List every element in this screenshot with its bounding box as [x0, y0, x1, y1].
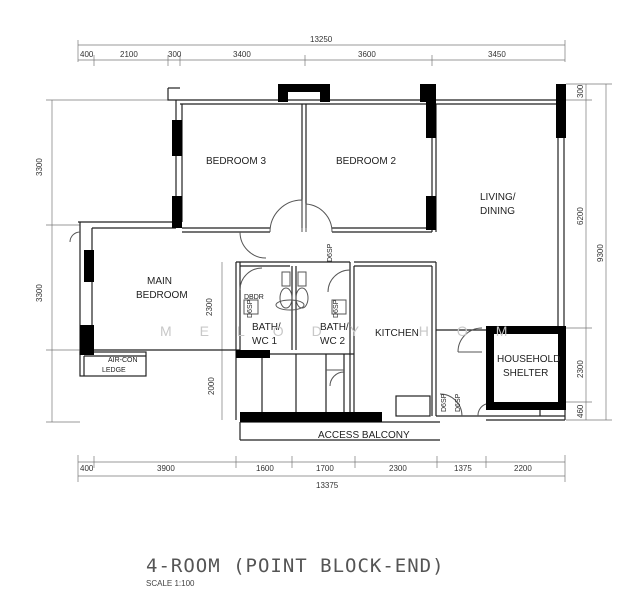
- dim-left-1: 3300: [35, 284, 44, 302]
- tag-d1: D6SP: [247, 299, 254, 318]
- plan-title: 4-ROOM (POINT BLOCK-END): [146, 555, 445, 577]
- dim-bottom-4: 2300: [389, 464, 407, 473]
- bottom-dimensions: 400 3900 1600 1700 2300 1375 2200 13375: [77, 455, 566, 490]
- dim-top-1: 2100: [120, 50, 138, 59]
- dim-top-2: 300: [168, 50, 182, 59]
- dim-right-1: 6200: [576, 207, 585, 225]
- left-dimensions: 3300 3300 2000 2300: [35, 99, 223, 423]
- label-bath-1b: WC 1: [252, 336, 277, 347]
- tag-d3: D6SP: [333, 299, 340, 318]
- label-shelter-1: HOUSEHOLD: [497, 354, 560, 365]
- label-kitchen: KITCHEN: [375, 328, 419, 339]
- label-bath-1a: BATH/: [252, 322, 281, 333]
- tag-d5: D6SP: [455, 393, 462, 412]
- label-main-2: BEDROOM: [136, 290, 188, 301]
- structural-columns: [80, 84, 566, 422]
- top-dimensions: 13250 400 2100 300 3400 3600 3450: [77, 35, 566, 66]
- dim-right-3: 460: [576, 404, 585, 418]
- tag-dbdr: DBDR: [244, 294, 264, 301]
- dim-overall-top: 13250: [310, 35, 333, 44]
- tag-d2: D6SP: [327, 243, 334, 262]
- dim-top-5: 3450: [488, 50, 506, 59]
- dim-bottom-1: 3900: [157, 464, 175, 473]
- label-living-1: LIVING/: [480, 192, 516, 203]
- label-balcony: ACCESS BALCONY: [318, 430, 410, 441]
- door-tags: DBDR D6SP D6SP D6SP D6SP D6SP: [244, 243, 462, 412]
- dim-bottom-6: 2200: [514, 464, 532, 473]
- dim-top-3: 3400: [233, 50, 251, 59]
- dim-left-2: 2000: [207, 377, 216, 395]
- dim-overall-bottom: 13375: [316, 481, 339, 490]
- dim-bottom-0: 400: [80, 464, 94, 473]
- watermark: MELODY HOM: [160, 323, 535, 339]
- label-aircon-2: LEDGE: [102, 367, 126, 374]
- plan-scale: SCALE 1:100: [146, 579, 195, 588]
- bath-fixtures: [243, 271, 347, 315]
- dim-right-2: 2300: [576, 360, 585, 378]
- dim-top-0: 400: [80, 50, 94, 59]
- label-bedroom-3: BEDROOM 3: [206, 156, 266, 167]
- doors: [69, 199, 487, 417]
- dim-left-0: 3300: [35, 158, 44, 176]
- dim-top-4: 3600: [358, 50, 376, 59]
- right-dimensions: 300 6200 2300 460 9300: [566, 83, 612, 421]
- tag-d4: D6SP: [441, 393, 448, 412]
- dim-bottom-5: 1375: [454, 464, 472, 473]
- label-bath-2a: BATH/: [320, 322, 349, 333]
- dim-right-0: 300: [576, 84, 585, 98]
- room-labels: BEDROOM 3 BEDROOM 2 LIVING/ DINING MAIN …: [102, 156, 560, 441]
- label-bath-2b: WC 2: [320, 336, 345, 347]
- dim-bottom-2: 1600: [256, 464, 274, 473]
- label-shelter-2: SHELTER: [503, 368, 548, 379]
- dim-overall-right: 9300: [596, 244, 605, 262]
- dim-bottom-3: 1700: [316, 464, 334, 473]
- label-main-1: MAIN: [147, 276, 172, 287]
- dim-inner-left: 2300: [205, 298, 214, 316]
- label-bedroom-2: BEDROOM 2: [336, 156, 396, 167]
- label-aircon-1: AIR-CON: [108, 357, 138, 364]
- label-living-2: DINING: [480, 206, 515, 217]
